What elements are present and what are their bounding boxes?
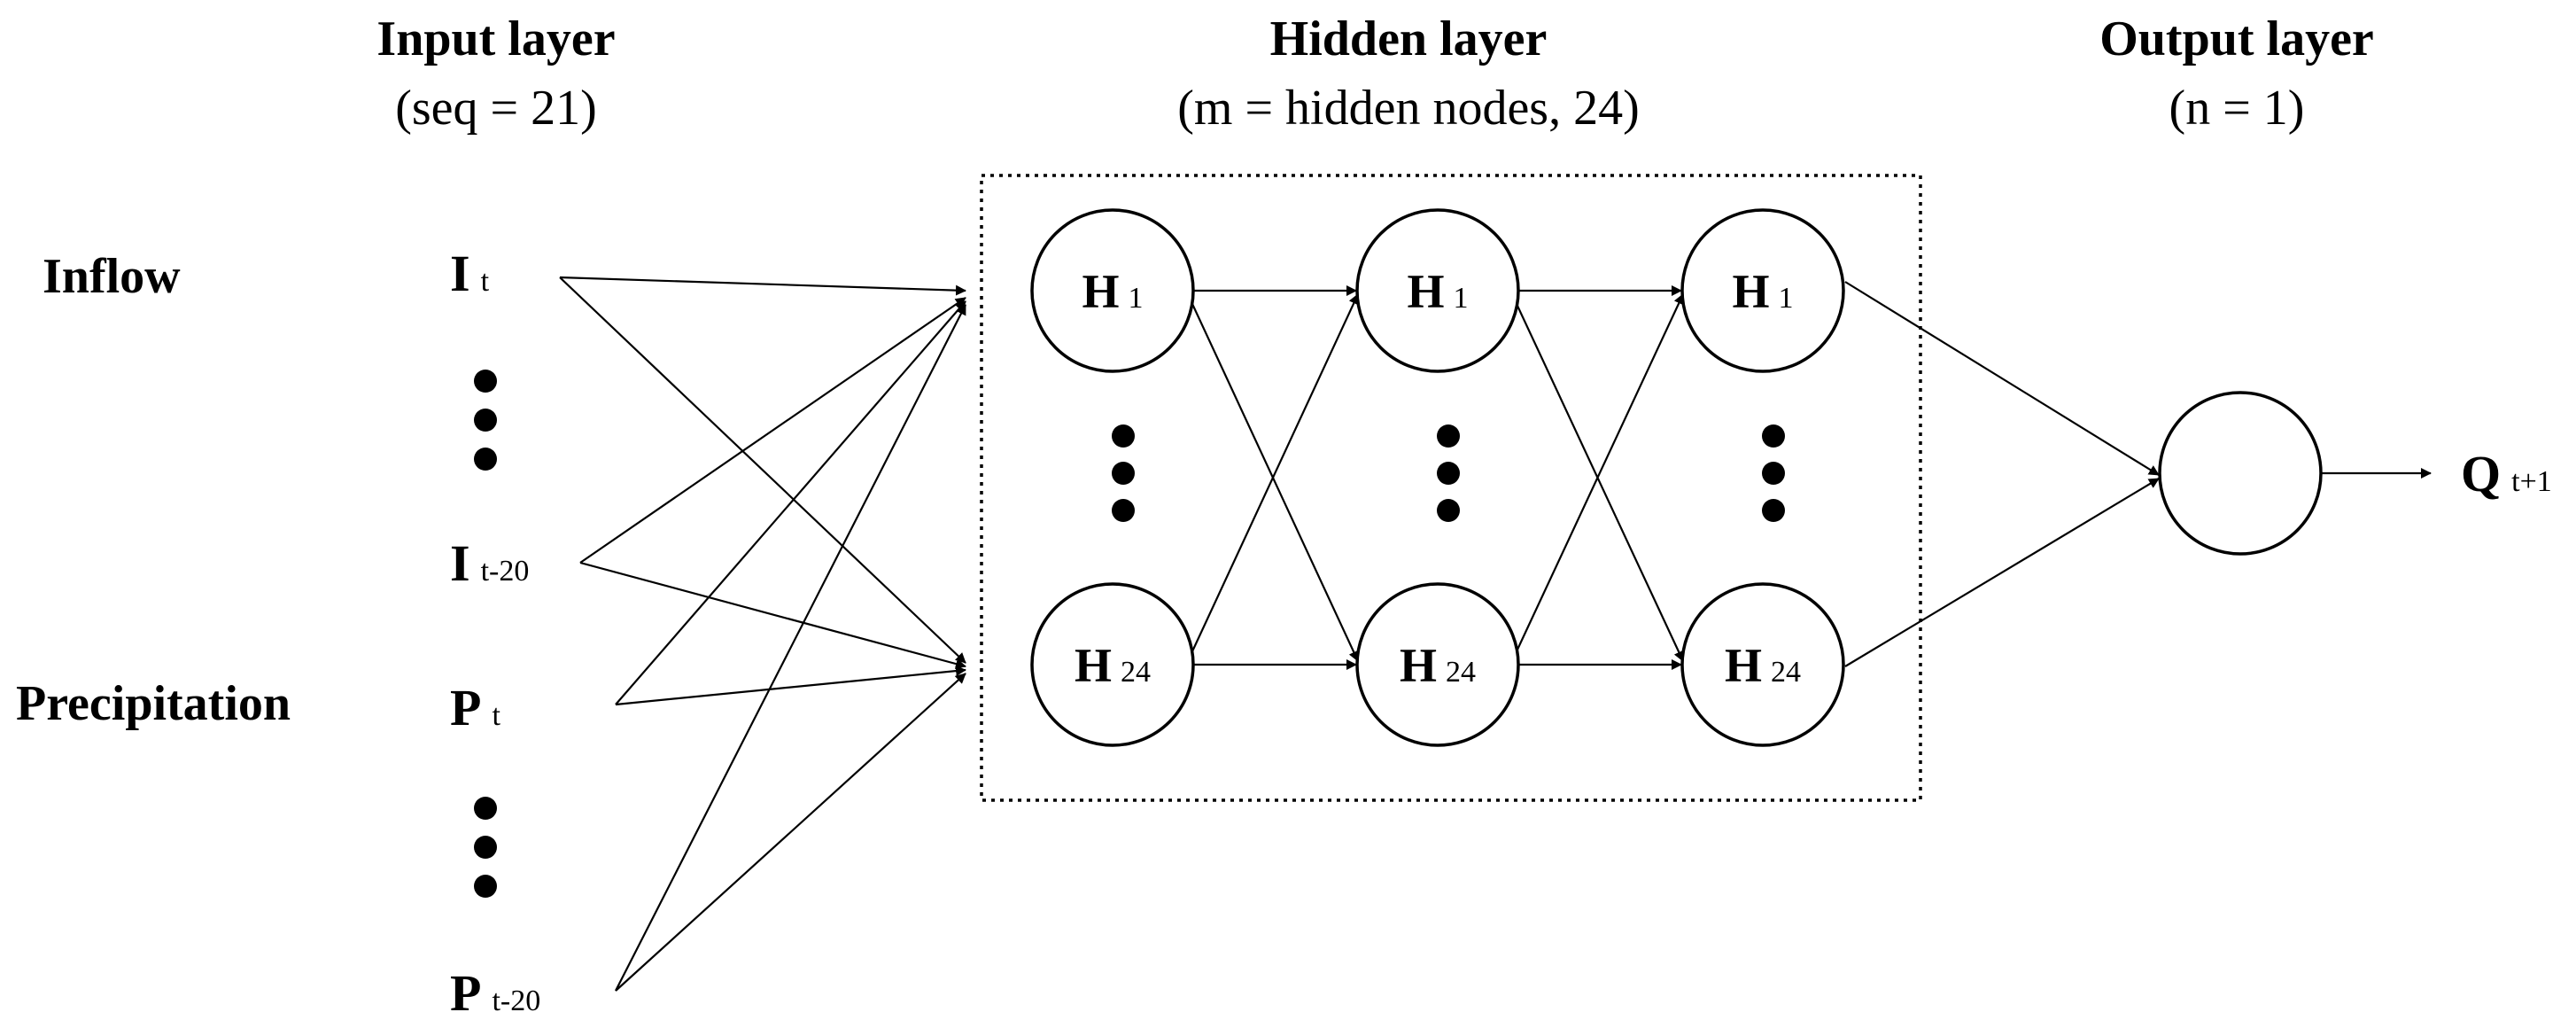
- output-layer-title: Output layer: [2099, 12, 2374, 66]
- input-edges: [559, 276, 966, 992]
- hidden-edges-2-3: [1510, 285, 1684, 670]
- hidden-to-output-edges: [1844, 281, 2160, 667]
- hidden-c1-ellipsis: [1112, 424, 1135, 522]
- hidden-layer-subtitle: (m = hidden nodes, 24): [1177, 81, 1640, 136]
- input-precip-ellipsis: [474, 797, 497, 898]
- svg-text:H1: H1: [1407, 265, 1468, 318]
- input-layer-header: Input layer (seq = 21): [376, 12, 615, 136]
- svg-text:H24: H24: [1400, 639, 1476, 692]
- inflow-label: Inflow: [43, 249, 181, 304]
- input-layer-subtitle: (seq = 21): [395, 81, 597, 136]
- svg-text:H24: H24: [1725, 639, 1801, 692]
- output-layer-subtitle: (n = 1): [2169, 81, 2305, 136]
- hidden-layer-title: Hidden layer: [1270, 12, 1548, 66]
- input-inflow-ellipsis: [474, 370, 497, 471]
- hidden-layer-box: [980, 174, 1922, 802]
- output-node: [2158, 391, 2323, 556]
- precipitation-label: Precipitation: [16, 676, 291, 731]
- svg-text:H1: H1: [1082, 265, 1143, 318]
- svg-text:H24: H24: [1075, 639, 1151, 692]
- input-layer-title: Input layer: [376, 12, 615, 66]
- hidden-c3-ellipsis: [1762, 424, 1785, 522]
- hidden-c2-ellipsis: [1437, 424, 1460, 522]
- output-layer-header: Output layer (n = 1): [2099, 12, 2374, 136]
- svg-text:H1: H1: [1732, 265, 1793, 318]
- hidden-layer-header: Hidden layer (m = hidden nodes, 24): [1177, 12, 1640, 136]
- hidden-edges-1-2: [1186, 285, 1359, 670]
